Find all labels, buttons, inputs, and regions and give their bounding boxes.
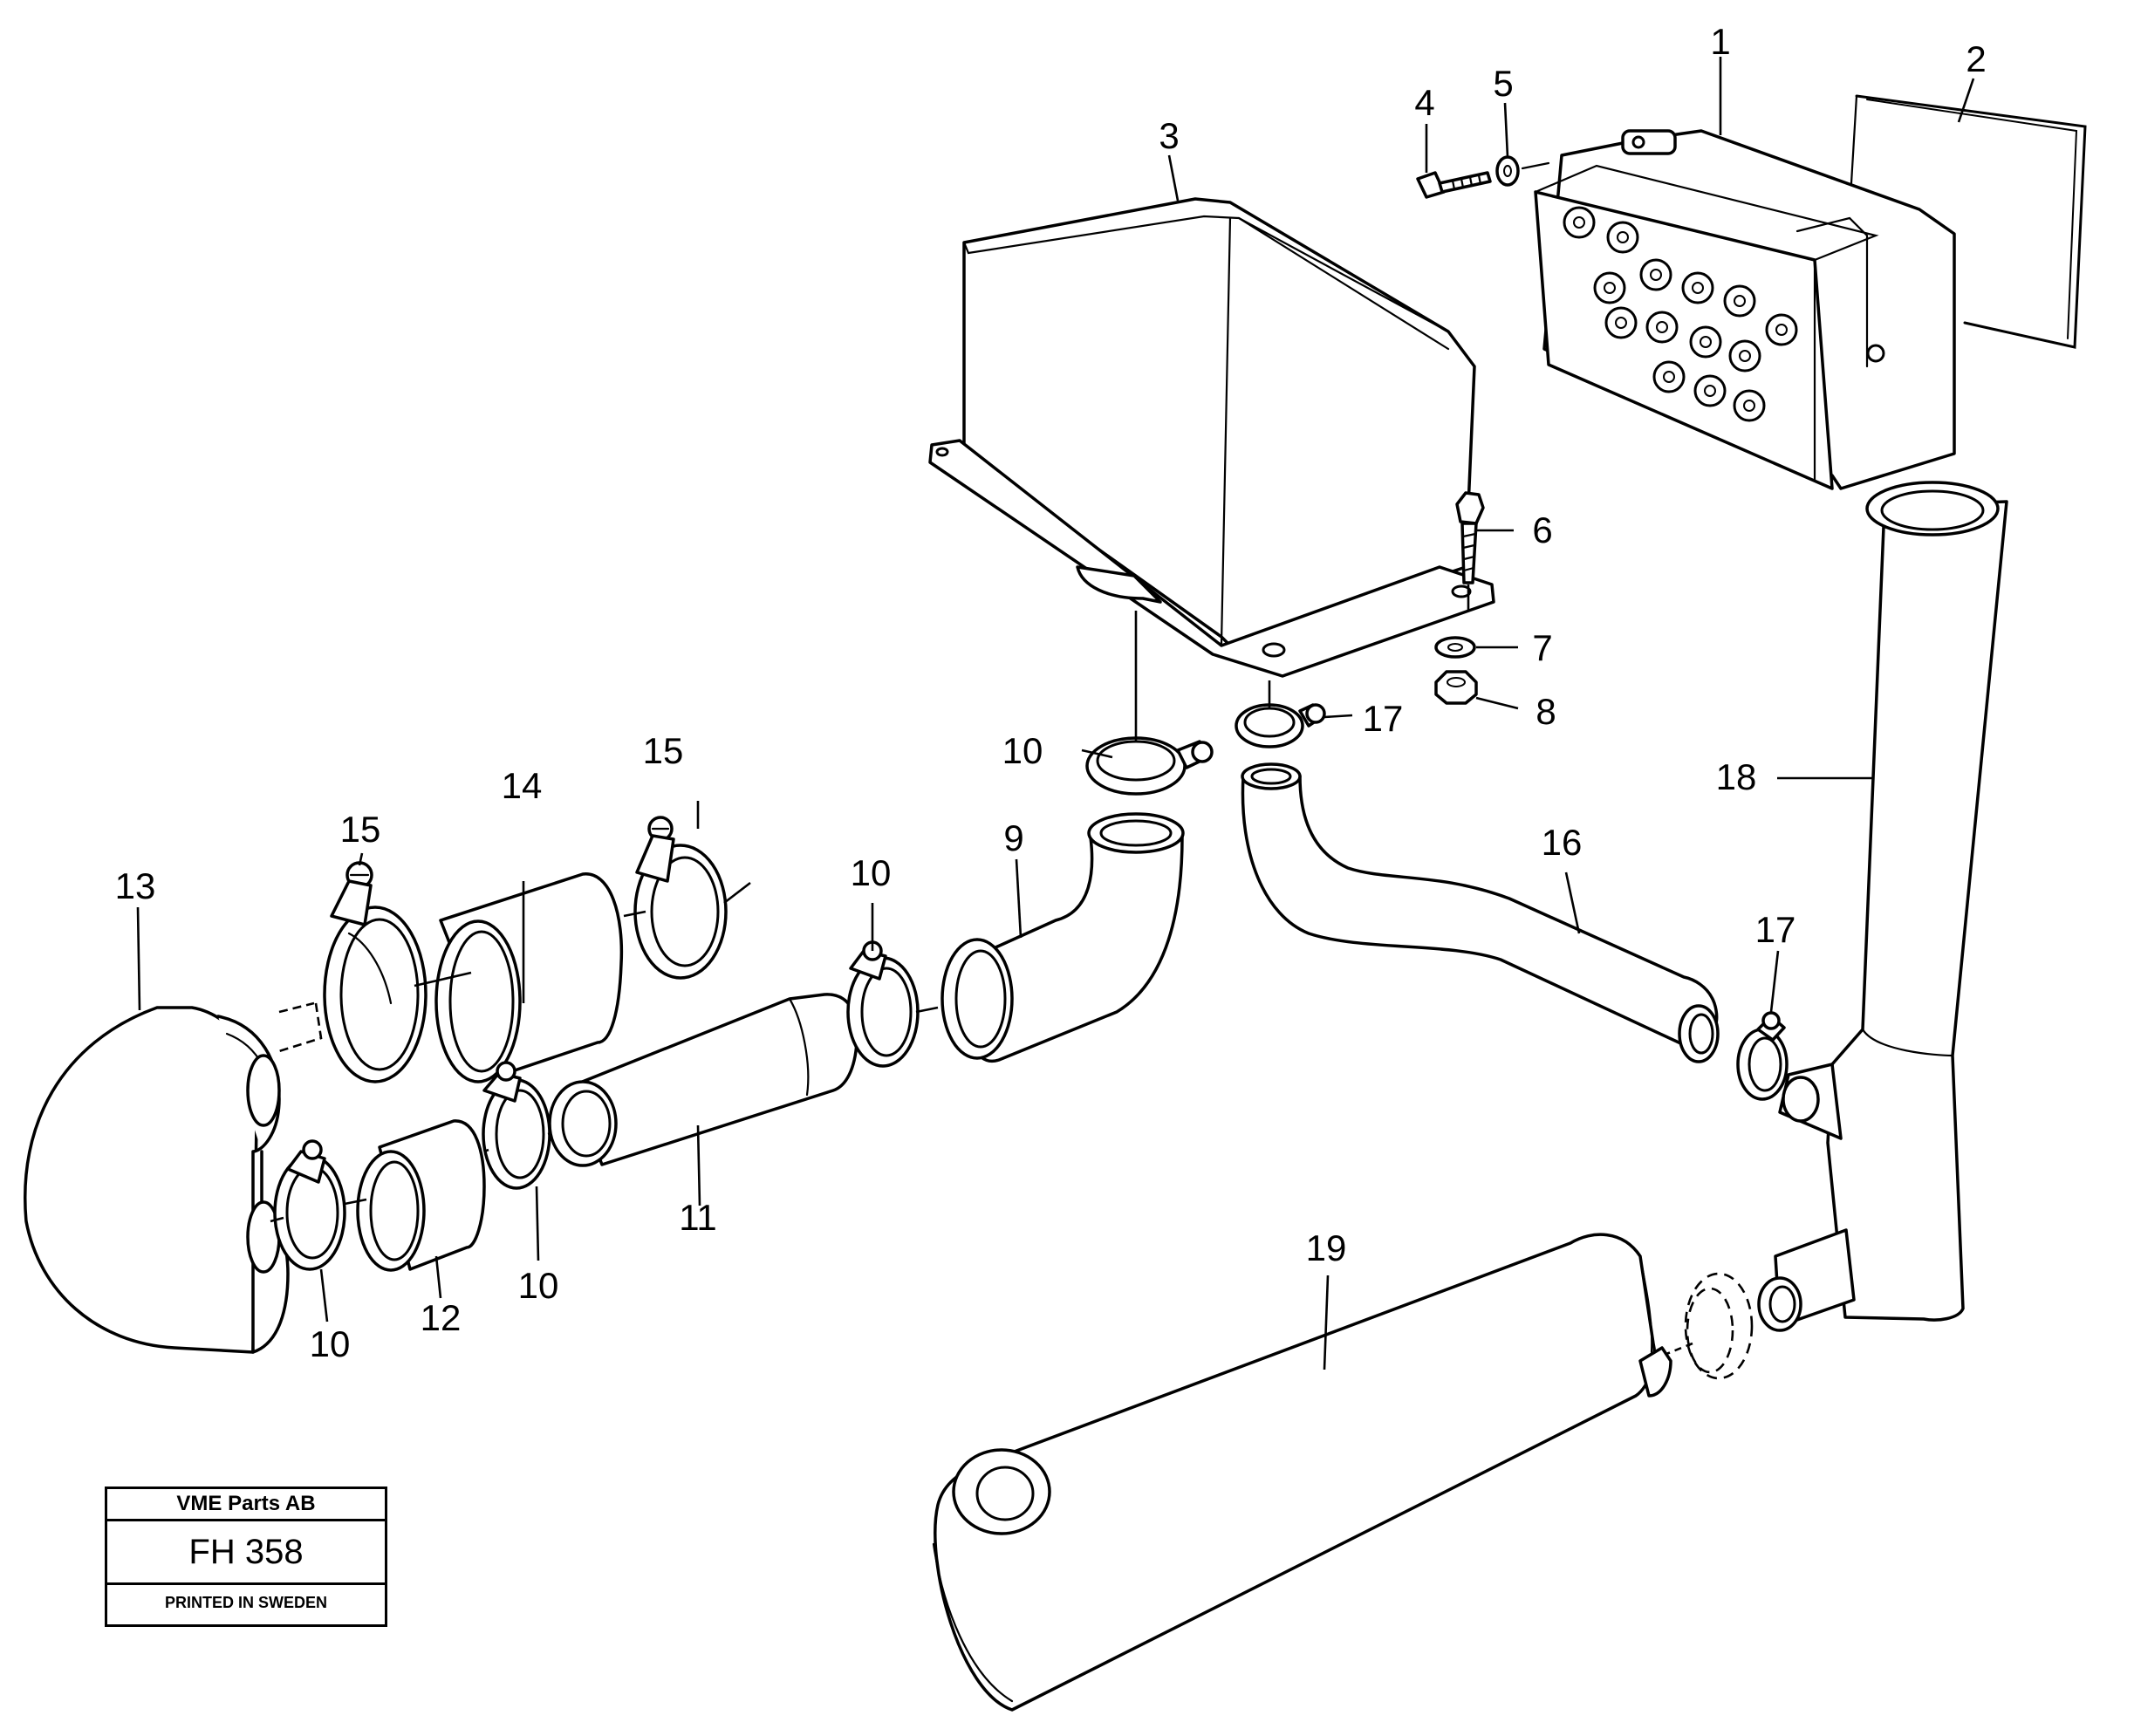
callout-13: 13: [115, 865, 156, 906]
callout-7: 7: [1532, 627, 1552, 668]
part-10-clamp-lower-left: [273, 1139, 346, 1271]
callout-10-top: 10: [1002, 730, 1043, 771]
part-17-clamp-top: [1235, 703, 1326, 748]
part-18-exhaust-pipe: [1757, 481, 2008, 1332]
part-16-hose: [1241, 762, 1720, 1063]
callouts: 1 2 3 4 5 6 7 8 9 10 10 10 10 11 12 13 1…: [115, 21, 1987, 1364]
part-8-nut: [1434, 670, 1478, 705]
callout-10-bottom-center: 10: [518, 1265, 559, 1306]
callout-17-top: 17: [1363, 698, 1404, 739]
callout-8: 8: [1536, 691, 1556, 732]
part-17-clamp-right: [1736, 1011, 1789, 1101]
part-6-bolt: [1455, 491, 1485, 611]
diagram-code: FH 358: [107, 1521, 385, 1585]
callout-12: 12: [421, 1297, 462, 1338]
part-19-muffler: [932, 1233, 1672, 1712]
callout-6: 6: [1532, 509, 1552, 550]
callout-16: 16: [1542, 822, 1583, 863]
part-10-clamp-mid-right: [846, 940, 920, 1068]
part-9-elbow-hose: [940, 812, 1185, 1063]
part-11-pipe: [548, 993, 859, 1167]
callout-14: 14: [502, 765, 543, 806]
callout-2: 2: [1966, 38, 1986, 79]
callout-1: 1: [1710, 21, 1730, 62]
part-3-cover: [928, 197, 1495, 678]
part-15-hose-clamp-left: [323, 861, 427, 1083]
part-1-control-unit: [1534, 129, 1956, 490]
callout-9: 9: [1003, 817, 1023, 858]
link-10-9: [915, 1006, 939, 1014]
part-10-clamp-top: [1085, 736, 1214, 796]
company-name: VME Parts AB: [107, 1489, 385, 1521]
callout-10-mid: 10: [851, 852, 892, 893]
printed-note: PRINTED IN SWEDEN: [164, 1594, 327, 1611]
title-block: VME Parts AB FH 358 PRINTED IN SWEDEN: [105, 1487, 387, 1627]
part-2-gasket: [1850, 94, 2087, 349]
callout-19: 19: [1306, 1227, 1347, 1268]
link-12: [270, 1198, 367, 1223]
callout-4: 4: [1414, 82, 1434, 123]
part-15-hose-clamp-right: [633, 816, 751, 980]
connector-sockets: [1563, 206, 1798, 422]
part-12-sleeve: [356, 1119, 486, 1272]
callout-5: 5: [1493, 63, 1513, 104]
callout-10-bottom-left: 10: [310, 1323, 351, 1364]
callout-11: 11: [679, 1197, 717, 1238]
part-14-sleeve: [434, 872, 624, 1083]
callout-17-right: 17: [1755, 909, 1796, 950]
leader-lines: [136, 57, 1975, 1370]
callout-3: 3: [1159, 115, 1179, 156]
callout-15-left: 15: [340, 809, 381, 850]
link-14-15: [414, 910, 646, 988]
part-5-washer: [1495, 155, 1550, 187]
part-13-air-cleaner: [24, 1006, 290, 1354]
callout-15-right: 15: [643, 730, 684, 771]
part-10-clamp-mid-left: [482, 1061, 551, 1190]
part-7-washer: [1434, 636, 1476, 659]
part-4-bolt: [1416, 171, 1492, 199]
link-13-15: [278, 1001, 323, 1053]
callout-18: 18: [1716, 756, 1757, 797]
